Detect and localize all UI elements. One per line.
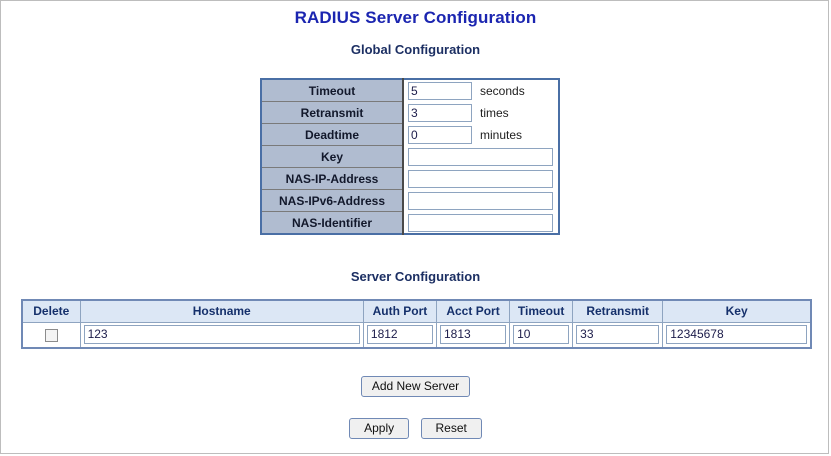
add-server-button-row: Add New Server [1, 376, 830, 397]
server-hostname-cell [79, 321, 364, 349]
global-config-field-cell [403, 167, 559, 190]
global-config-field-cell: minutes [403, 123, 559, 146]
global-config-field-cell [403, 145, 559, 168]
global-config-row: Deadtime minutes [260, 123, 559, 146]
server-column-header-hostname: Hostname [79, 299, 364, 323]
form-action-button-row: Apply Reset [1, 418, 830, 439]
global-key-input[interactable] [408, 147, 553, 166]
add-new-server-button[interactable]: Add New Server [360, 376, 471, 397]
global-config-field-wrap [408, 146, 558, 167]
delete-checkbox[interactable] [44, 328, 58, 342]
table-row [21, 321, 812, 349]
global-config-label: Retransmit [260, 101, 404, 124]
server-column-header-key: Key [662, 299, 812, 323]
page-title: RADIUS Server Configuration [294, 8, 537, 27]
global-config-field-wrap [408, 212, 558, 233]
global-config-field-cell [403, 211, 559, 235]
global-config-field-cell: times [403, 101, 559, 124]
global-config-field-wrap: times [408, 102, 558, 123]
server-timeout-cell [509, 321, 574, 349]
reset-button[interactable]: Reset [420, 418, 482, 439]
global-nas-ipv6-address-input[interactable] [408, 191, 553, 210]
global-config-unit-label: times [480, 105, 509, 120]
server-retransmit-cell [572, 321, 664, 349]
global-config-label: Deadtime [260, 123, 404, 146]
global-config-row: Timeout seconds [260, 78, 559, 102]
server-acct-port-input[interactable] [439, 325, 507, 345]
server-timeout-input[interactable] [513, 325, 570, 345]
global-config-unit-label: seconds [480, 83, 525, 98]
server-column-header-auth-port: Auth Port [362, 299, 437, 323]
server-column-header-acct-port: Acct Port [435, 299, 511, 323]
global-config-row: NAS-IPv6-Address [260, 189, 559, 212]
global-config-row: NAS-IP-Address [260, 167, 559, 190]
global-config-field-cell [403, 189, 559, 212]
global-config-label: NAS-IPv6-Address [260, 189, 404, 212]
server-auth-port-input[interactable] [366, 325, 433, 345]
global-config-field-wrap [408, 190, 558, 211]
global-retransmit-input[interactable] [408, 103, 472, 122]
global-config-label: NAS-IP-Address [260, 167, 404, 190]
server-hostname-input[interactable] [83, 325, 360, 345]
server-column-header-delete: Delete [21, 299, 81, 323]
global-config-field-cell: seconds [403, 79, 559, 102]
global-config-field-wrap: minutes [408, 124, 558, 145]
server-auth-port-cell [362, 321, 437, 349]
global-config-field-wrap: seconds [408, 80, 558, 101]
apply-button[interactable]: Apply [349, 418, 410, 439]
global-config-label: Timeout [260, 78, 404, 102]
server-key-cell [662, 321, 812, 349]
server-retransmit-input[interactable] [576, 325, 660, 345]
server-acct-port-cell [435, 321, 511, 349]
global-config-row: Key [260, 145, 559, 168]
server-configuration-heading: Server Configuration [350, 269, 481, 284]
global-nas-identifier-input[interactable] [408, 213, 553, 232]
server-key-input[interactable] [666, 325, 807, 345]
global-config-field-wrap [408, 168, 558, 189]
server-column-header-timeout: Timeout [509, 299, 574, 323]
server-column-header-retransmit: Retransmit [572, 299, 664, 323]
global-config-label: NAS-Identifier [260, 211, 404, 235]
global-config-row: NAS-Identifier [260, 211, 559, 235]
global-config-row: Retransmit times [260, 101, 559, 124]
global-config-label: Key [260, 145, 404, 168]
global-deadtime-input[interactable] [408, 125, 472, 144]
global-configuration-heading: Global Configuration [350, 42, 481, 57]
global-nas-ip-address-input[interactable] [408, 169, 553, 188]
global-config-unit-label: minutes [480, 127, 523, 142]
server-delete-cell [21, 321, 81, 349]
server-table-body [21, 321, 812, 349]
global-timeout-input[interactable] [408, 81, 472, 100]
